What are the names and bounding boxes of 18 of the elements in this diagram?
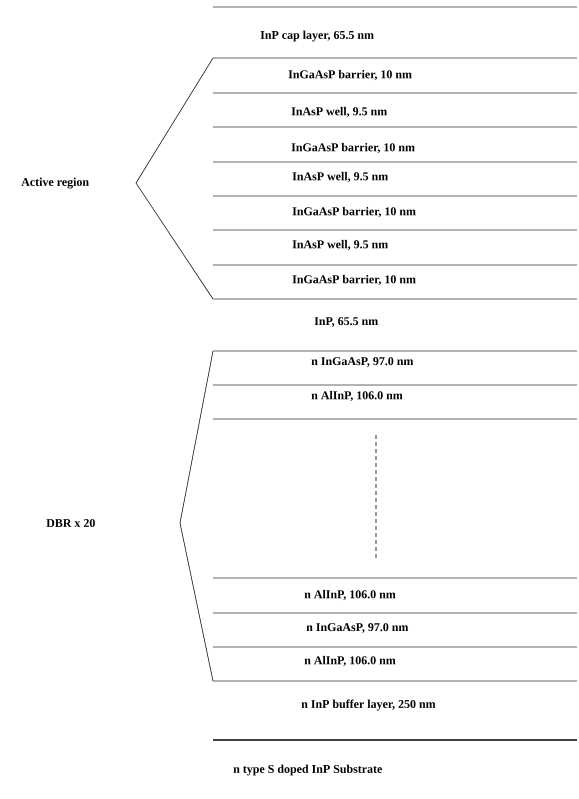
layer-label: InGaAsP barrier, 10 nm <box>288 70 412 80</box>
layer-label: InP, 65.5 nm <box>314 317 378 327</box>
region-label: Active region <box>21 178 89 188</box>
layer-label: InGaAsP barrier, 10 nm <box>292 206 416 218</box>
layer-label: InAsP well, 9.5 nm <box>292 240 388 250</box>
layer-label: n InP buffer layer, 250 nm <box>302 700 436 710</box>
layer-label: InGaAsP barrier, 10 nm <box>292 274 416 286</box>
layer-label: InAsP well, 9.5 nm <box>292 172 388 182</box>
layer-label: n InGaAsP, 97.0 nm <box>312 357 414 367</box>
layer-label: n InGaAsP, 97.0 nm <box>306 623 408 633</box>
layer-label: n AlInP, 106.0 nm <box>312 390 403 402</box>
layer-label: InAsP well, 9.5 nm <box>292 106 387 118</box>
layer-label: n AlInP, 106.0 nm <box>304 656 396 666</box>
layer-label: InGaAsP barrier, 10 nm <box>292 142 415 154</box>
layer-label: n AlInP, 106.0 nm <box>304 590 396 600</box>
layer-label: InP cap layer, 65.5 nm <box>260 30 374 42</box>
region-label: DBR x 20 <box>46 518 95 528</box>
layer-label: n type S doped InP Substrate <box>234 764 382 776</box>
